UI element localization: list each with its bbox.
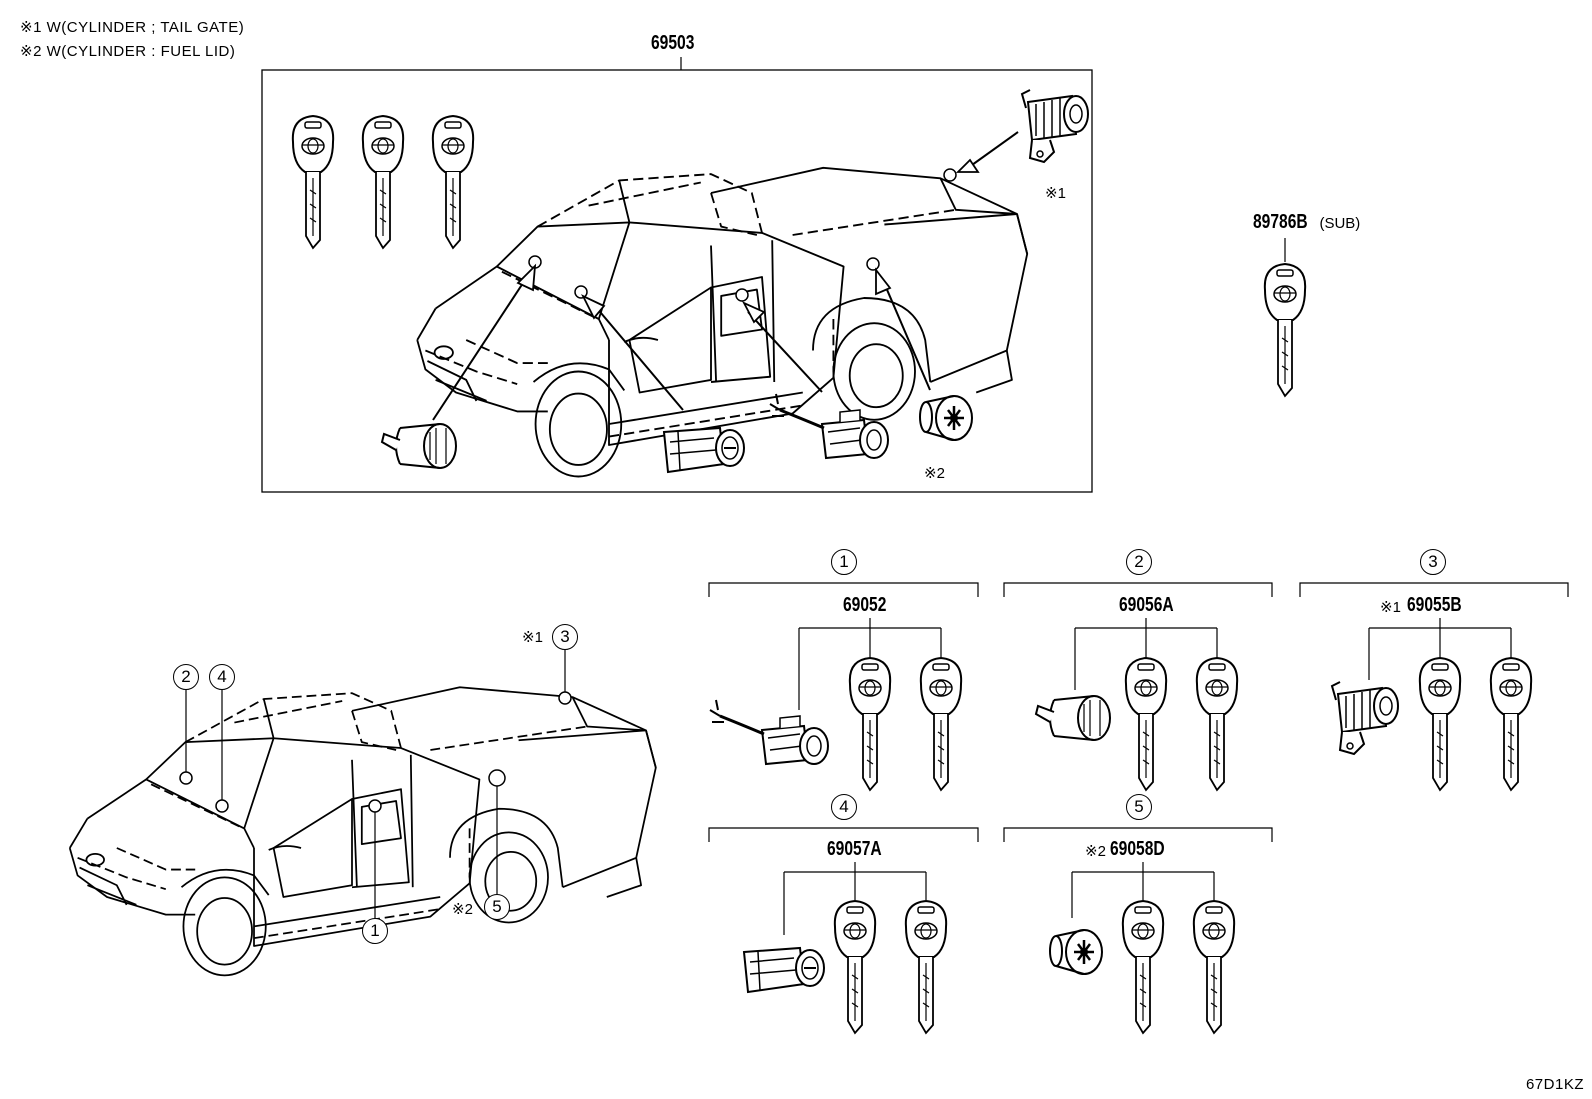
fuel-lid-note-top: ※2 [924,465,945,482]
legend-mark-1: ※1 [20,19,42,36]
sub-key-suffix: (SUB) [1319,215,1361,232]
tailgate-note-top: ※1 [1045,185,1066,202]
part-number-kit3[interactable]: 69055B [1407,594,1462,616]
legend-line-2: ※2 W(CYLINDER : FUEL LID) [20,42,235,60]
callout-1-truck[interactable]: 1 [362,918,388,944]
master-key-2 [361,115,405,249]
legend-text-2: W(CYLINDER : FUEL LID) [46,43,236,60]
kit5-key-b [1192,900,1236,1034]
kit1-key-a [848,657,892,791]
callout-1-kit[interactable]: 1 [831,549,857,575]
kit4-key-b [904,900,948,1034]
kit2-key-a [1124,657,1168,791]
callout-5-truck[interactable]: 5 [484,894,510,920]
callout-4-kit[interactable]: 4 [831,794,857,820]
kit1-door-lock [708,698,830,766]
door-lock-top-front [663,427,745,473]
diagram-code: 67D1KZ [1525,1076,1584,1093]
callout-5-kit[interactable]: 5 [1126,794,1152,820]
ignition-cylinder-top [381,423,457,469]
part-number-assembly[interactable]: 69503 [651,32,695,54]
kit3-key-a [1418,657,1462,791]
door-lock-top-cable [768,392,890,460]
kit3-key-b [1489,657,1533,791]
assembly-box [261,69,1093,493]
kit5-key-a [1121,900,1165,1034]
fuel-lid-cylinder-top [918,394,974,442]
sub-key-label: 89786B (SUB) [1253,211,1360,234]
callout-3-kit[interactable]: 3 [1420,549,1446,575]
tailgate-cylinder-top [1021,89,1089,163]
part-number-kit2[interactable]: 69056A [1119,594,1174,616]
legend-text-1: W(CYLINDER ; TAIL GATE) [46,19,245,36]
master-key-3 [431,115,475,249]
kit3-note: ※1 [1380,599,1401,616]
legend-mark-2: ※2 [20,43,42,60]
kit4-key-a [833,900,877,1034]
kit3-tailgate-cylinder [1331,681,1399,755]
legend-line-1: ※1 W(CYLINDER ; TAIL GATE) [20,18,244,36]
sub-key [1263,263,1307,397]
kit5-fuel-lid-cylinder [1048,928,1104,976]
kit4-door-lock [743,947,825,993]
part-number-kit4[interactable]: 69057A [827,838,882,860]
callout-4-truck[interactable]: 4 [209,664,235,690]
tailgate-note-bottom: ※1 [522,629,543,646]
truck-top [416,166,1029,478]
kit2-ignition-cylinder [1035,695,1111,741]
master-key-1 [291,115,335,249]
kit1-key-b [919,657,963,791]
fuel-lid-note-bottom: ※2 [452,901,473,918]
part-number-kit1[interactable]: 69052 [843,594,887,616]
part-number-sub-key[interactable]: 89786B [1253,211,1308,233]
kit2-key-b [1195,657,1239,791]
part-number-kit5[interactable]: 69058D [1110,838,1165,860]
callout-2-kit[interactable]: 2 [1126,549,1152,575]
kit5-note: ※2 [1085,843,1106,860]
callout-3-truck[interactable]: 3 [552,624,578,650]
callout-2-truck[interactable]: 2 [173,664,199,690]
